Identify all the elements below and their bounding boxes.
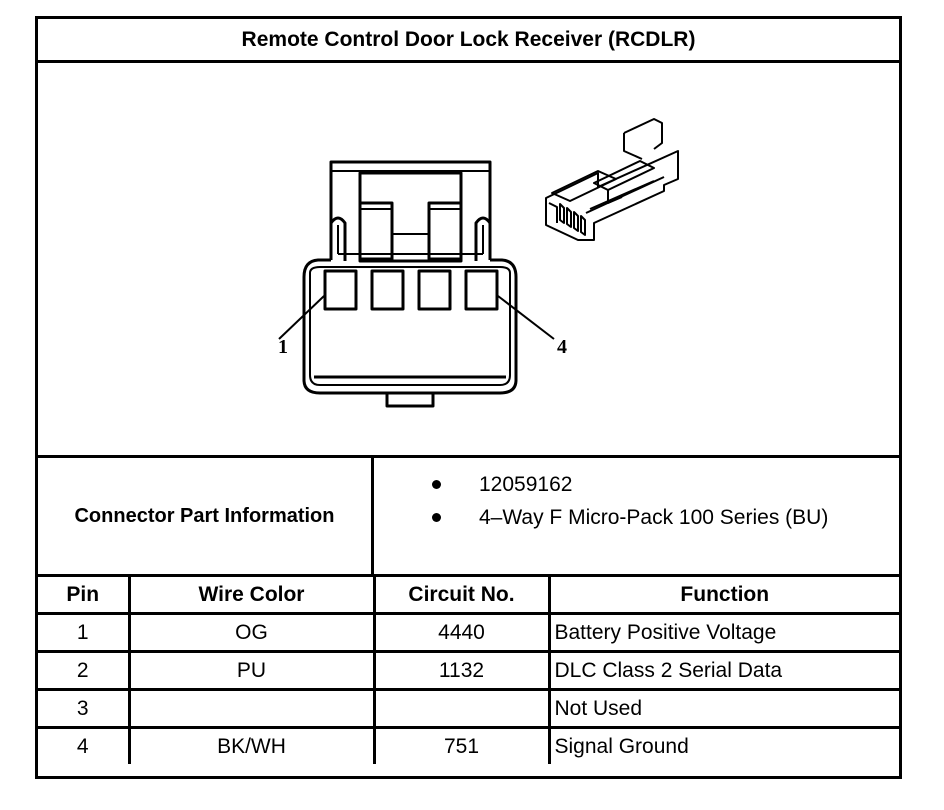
header-circuit-no: Circuit No. xyxy=(372,577,551,615)
function-cell: DLC Class 2 Serial Data xyxy=(547,650,899,691)
wire-color-cell: PU xyxy=(127,650,376,691)
pin-cell: 3 xyxy=(38,688,131,729)
pin-label-4: 4 xyxy=(557,336,567,358)
header-wire-color: Wire Color xyxy=(127,577,376,615)
cavity-3 xyxy=(417,269,452,311)
connector-info-label: Connector Part Information xyxy=(38,458,374,574)
cavity-4 xyxy=(464,269,499,311)
cavity-2 xyxy=(370,269,405,311)
connector-part-info: Connector Part Information 12059162 4–Wa… xyxy=(38,458,899,577)
connector-info-list: 12059162 4–Way F Micro-Pack 100 Series (… xyxy=(374,468,828,534)
table-row: 1 OG 4440 Battery Positive Voltage xyxy=(38,612,899,653)
wire-color-cell: BK/WH xyxy=(127,726,376,764)
pin-cell: 4 xyxy=(38,726,131,764)
header-function: Function xyxy=(547,577,899,615)
connector-sheet: Remote Control Door Lock Receiver (RCDLR… xyxy=(35,16,902,779)
connector-description: 4–Way F Micro-Pack 100 Series (BU) xyxy=(479,505,829,529)
circuit-cell: 1132 xyxy=(372,650,551,691)
circuit-cell: 751 xyxy=(372,726,551,764)
part-number: 12059162 xyxy=(479,472,573,496)
wire-color-cell xyxy=(127,688,376,729)
wire-color-cell: OG xyxy=(127,612,376,653)
function-cell: Signal Ground xyxy=(547,726,899,764)
pin-table: Pin Wire Color Circuit No. Function 1 OG… xyxy=(38,577,899,764)
pin-cell: 1 xyxy=(38,612,131,653)
header-pin: Pin xyxy=(38,577,131,615)
circuit-cell: 4440 xyxy=(372,612,551,653)
table-row: 2 PU 1132 DLC Class 2 Serial Data xyxy=(38,650,899,691)
page-title: Remote Control Door Lock Receiver (RCDLR… xyxy=(38,19,899,63)
bullet-icon xyxy=(432,480,441,489)
pin-label-1: 1 xyxy=(278,336,288,358)
table-row: 3 Not Used xyxy=(38,688,899,729)
bullet-icon xyxy=(432,513,441,522)
circuit-cell xyxy=(372,688,551,729)
function-cell: Not Used xyxy=(547,688,899,729)
list-item: 12059162 xyxy=(374,468,828,501)
table-row: 4 BK/WH 751 Signal Ground xyxy=(38,726,899,764)
connector-drawing: 1 4 xyxy=(278,118,679,408)
cavity-1 xyxy=(323,269,358,311)
list-item: 4–Way F Micro-Pack 100 Series (BU) xyxy=(374,501,828,534)
connector-3d-view xyxy=(545,118,679,241)
function-cell: Battery Positive Voltage xyxy=(547,612,899,653)
table-header-row: Pin Wire Color Circuit No. Function xyxy=(38,577,899,615)
connector-face-view xyxy=(278,160,555,408)
pin-cell: 2 xyxy=(38,650,131,691)
connector-figure: 1 4 xyxy=(38,63,899,458)
